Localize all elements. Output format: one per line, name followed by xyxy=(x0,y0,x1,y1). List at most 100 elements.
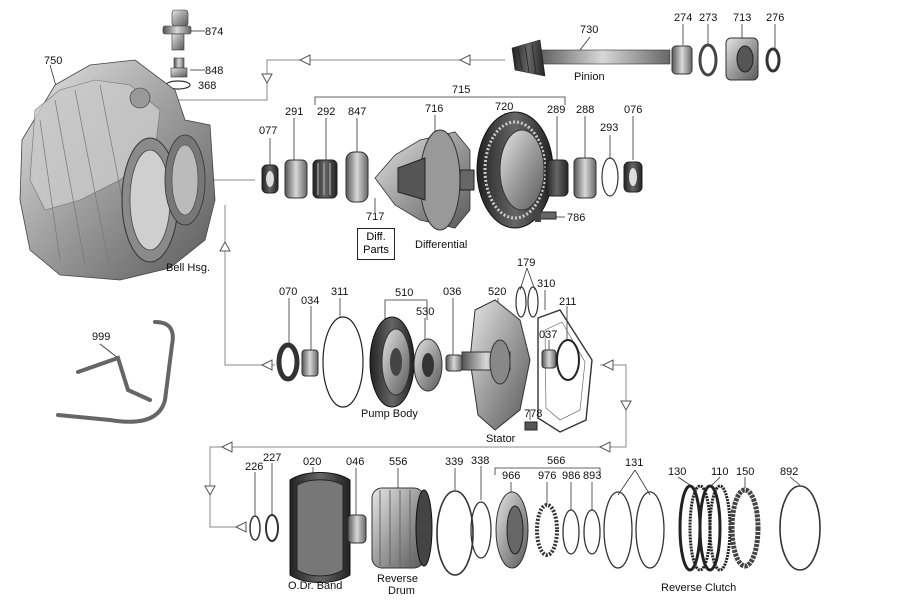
pump-gear-530 xyxy=(413,338,443,392)
seal-339 xyxy=(436,490,474,576)
race-291 xyxy=(284,159,308,199)
label-034: 034 xyxy=(301,295,320,307)
cooler-tube-999 xyxy=(56,320,175,424)
label-847: 847 xyxy=(348,106,367,118)
race-288 xyxy=(573,157,597,199)
seal-076 xyxy=(623,161,643,193)
label-874: 874 xyxy=(205,26,224,38)
label-reverse-drum: Reverse Drum xyxy=(377,573,418,597)
label-291: 291 xyxy=(285,106,304,118)
spring-976 xyxy=(535,503,559,557)
label-bell-housing: Bell Hsg. xyxy=(166,262,211,274)
label-750: 750 xyxy=(44,55,63,67)
label-020: 020 xyxy=(303,456,322,468)
reverse-drum-line2: Drum xyxy=(388,585,415,597)
label-036: 036 xyxy=(443,286,462,298)
reverse-drum-line1: Reverse xyxy=(377,573,418,585)
label-077: 077 xyxy=(259,125,278,137)
retainer-713 xyxy=(725,37,759,81)
reverse-clutch-plates xyxy=(678,484,732,572)
label-differential: Differential xyxy=(415,239,468,251)
label-530: 530 xyxy=(416,306,435,318)
label-274: 274 xyxy=(674,12,693,24)
label-stator: Stator xyxy=(486,433,516,445)
label-227: 227 xyxy=(263,452,282,464)
label-715: 715 xyxy=(452,84,471,96)
diff-parts-line2: Parts xyxy=(363,244,389,256)
label-276: 276 xyxy=(766,12,785,24)
ring-227 xyxy=(265,514,279,542)
label-893: 893 xyxy=(583,470,602,482)
label-reverse-clutch: Reverse Clutch xyxy=(661,582,737,594)
label-338: 338 xyxy=(471,455,490,467)
pump-body-510 xyxy=(369,316,415,408)
label-717: 717 xyxy=(366,211,385,223)
solenoid-assembly xyxy=(162,9,192,90)
rings-179 xyxy=(515,286,539,318)
diff-parts-box: Diff. Parts xyxy=(357,228,395,260)
label-179: 179 xyxy=(517,257,536,269)
ring-gear-720 xyxy=(476,111,554,229)
label-110: 110 xyxy=(711,466,729,478)
label-293: 293 xyxy=(600,122,619,134)
bushing-037 xyxy=(541,349,557,369)
label-786: 786 xyxy=(567,212,586,224)
gear-847 xyxy=(345,151,369,203)
rings-131 xyxy=(603,491,665,569)
bearing-289 xyxy=(545,159,569,197)
label-966: 966 xyxy=(502,470,521,482)
seal-338 xyxy=(470,501,492,559)
label-070: 070 xyxy=(279,286,298,298)
label-892: 892 xyxy=(780,466,799,478)
label-288: 288 xyxy=(576,104,595,116)
seal-077 xyxy=(261,164,279,194)
gasket-310 xyxy=(537,309,593,433)
label-566: 566 xyxy=(547,455,566,467)
snap-ring-892 xyxy=(779,485,821,571)
pinion-shaft xyxy=(511,39,671,77)
label-076: 076 xyxy=(624,104,643,116)
label-289: 289 xyxy=(547,104,566,116)
label-273: 273 xyxy=(699,12,718,24)
label-226: 226 xyxy=(245,461,264,473)
race-273 xyxy=(698,43,718,77)
label-339: 339 xyxy=(445,456,464,468)
label-150: 150 xyxy=(736,466,755,478)
ring-986 xyxy=(562,509,580,555)
bearing-292 xyxy=(312,159,338,199)
label-131: 131 xyxy=(625,457,644,469)
odr-band-020 xyxy=(289,472,351,583)
label-848: 848 xyxy=(205,65,224,77)
bushing-034 xyxy=(301,349,319,377)
label-976: 976 xyxy=(538,470,557,482)
ring-893 xyxy=(583,509,601,555)
label-730: 730 xyxy=(580,24,599,36)
label-pinion: Pinion xyxy=(574,71,605,83)
bolt-778 xyxy=(524,421,538,431)
label-720: 720 xyxy=(495,101,514,113)
label-pump-body: Pump Body xyxy=(361,408,418,420)
label-556: 556 xyxy=(389,456,408,468)
label-046: 046 xyxy=(346,456,365,468)
label-292: 292 xyxy=(317,106,336,118)
o-ring-211 xyxy=(556,339,580,381)
label-510: 510 xyxy=(395,287,414,299)
bell-housing xyxy=(19,59,216,281)
label-999: 999 xyxy=(92,331,111,343)
stator-520 xyxy=(461,299,531,431)
label-716: 716 xyxy=(425,103,444,115)
seal-070 xyxy=(276,342,300,382)
plate-150 xyxy=(729,487,761,569)
label-368: 368 xyxy=(198,80,217,92)
label-311: 311 xyxy=(331,286,349,298)
label-986: 986 xyxy=(562,470,581,482)
ring-226 xyxy=(249,515,261,541)
piston-966 xyxy=(495,491,529,569)
seal-036 xyxy=(445,354,463,372)
o-ring-311 xyxy=(322,316,364,408)
label-odr-band: O.Dr. Band xyxy=(288,580,343,592)
label-520: 520 xyxy=(488,286,507,298)
label-037: 037 xyxy=(539,329,558,341)
